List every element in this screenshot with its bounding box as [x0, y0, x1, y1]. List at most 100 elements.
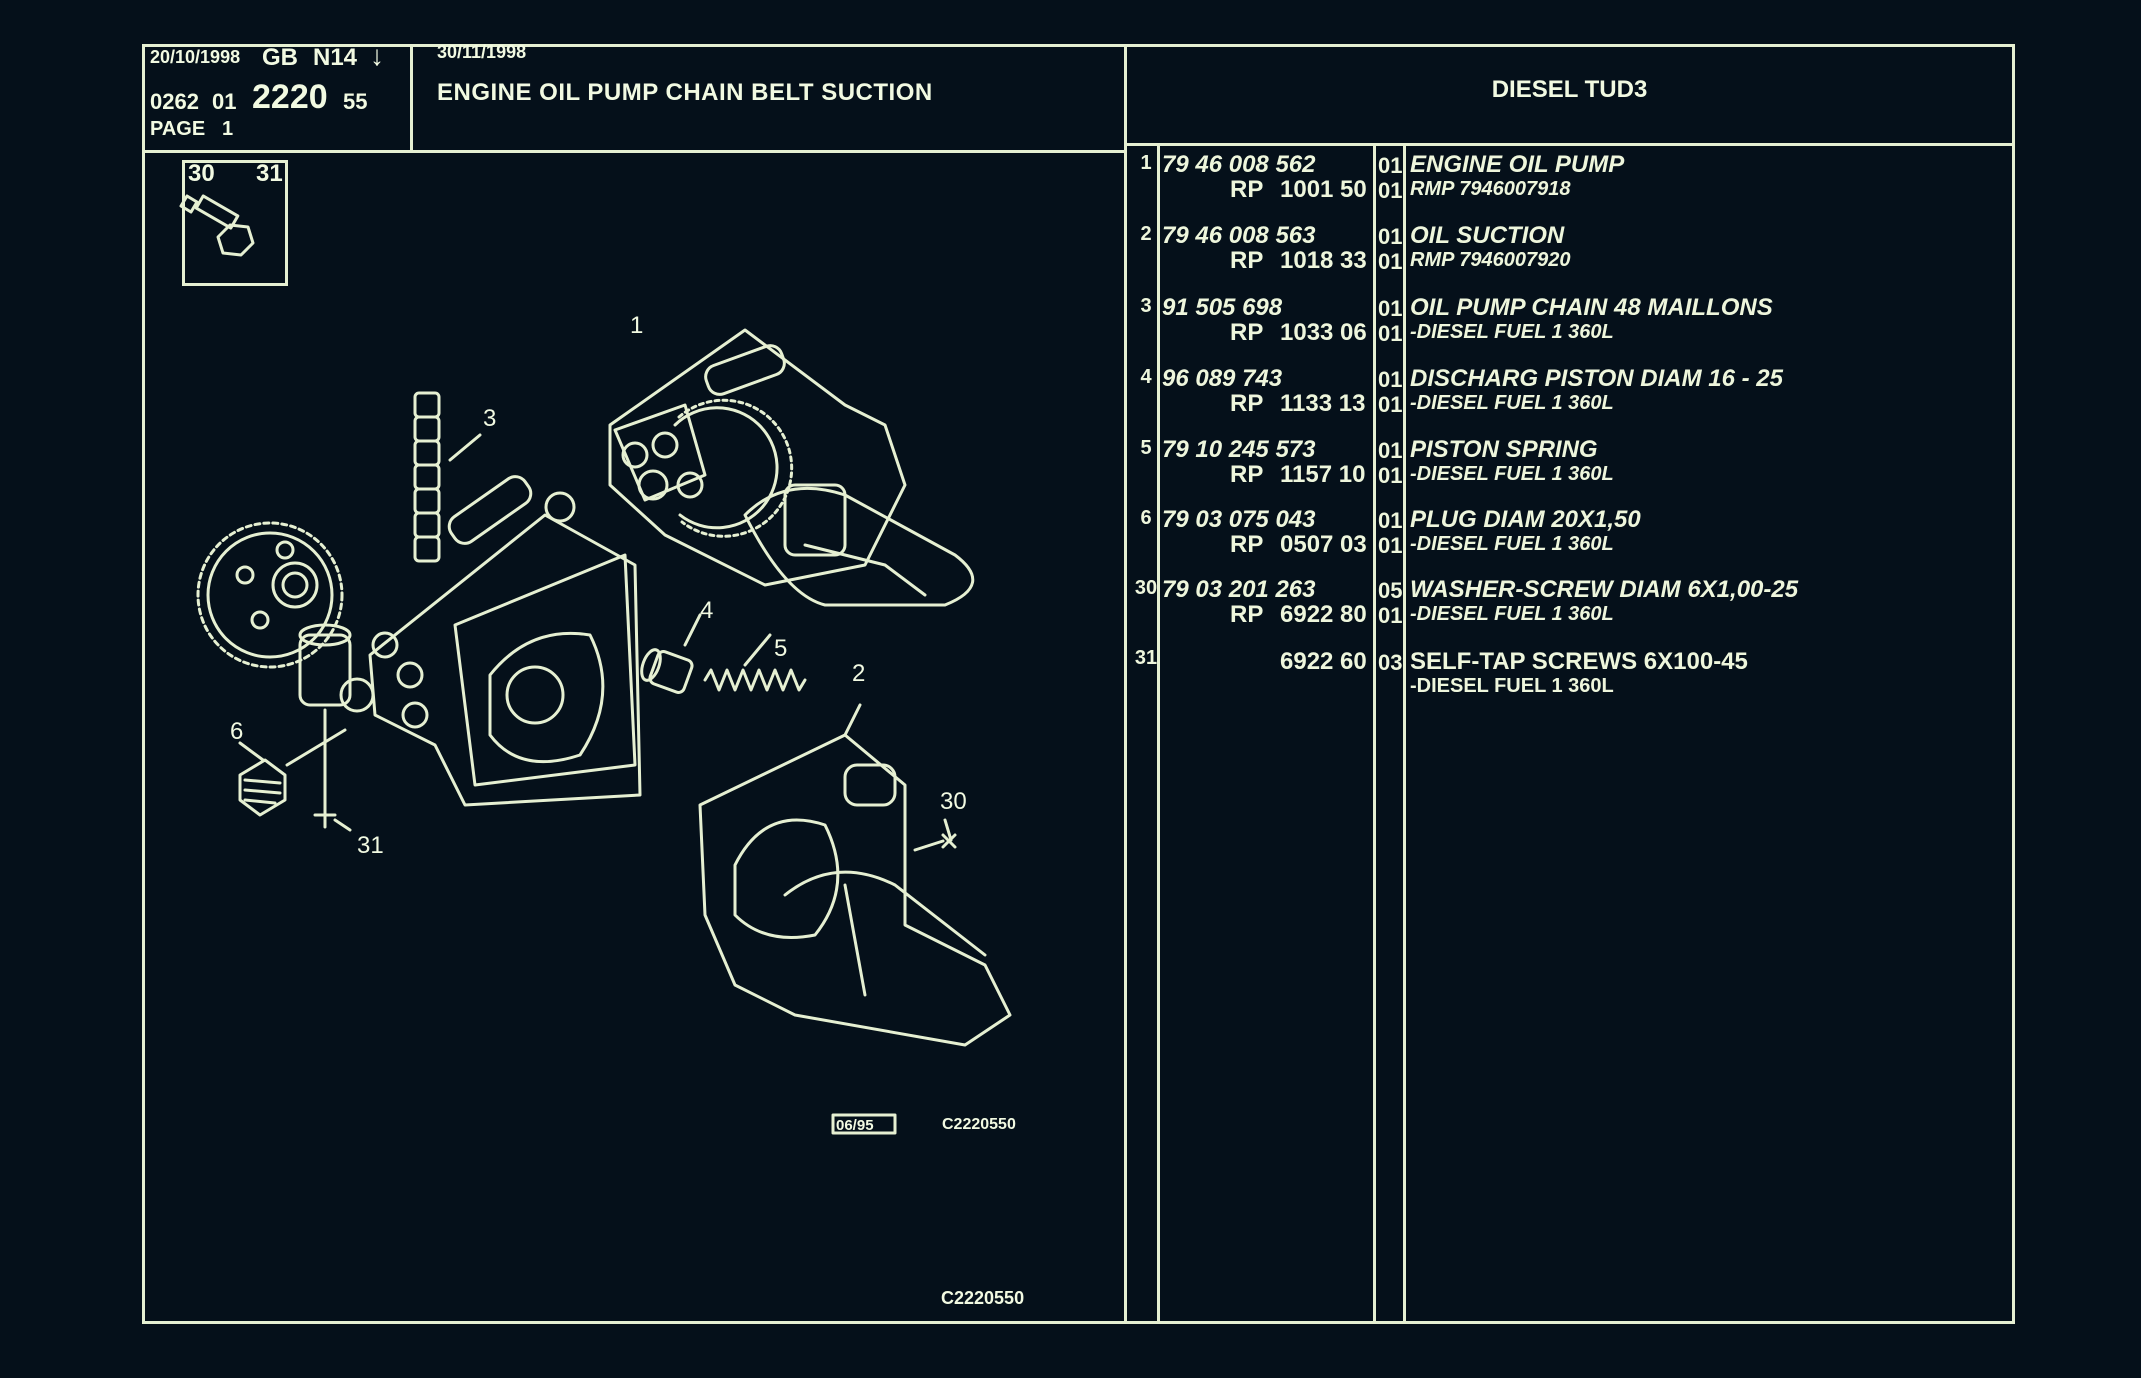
header-divider-left [142, 150, 1125, 153]
rp-label: RP [1230, 319, 1264, 346]
quantity: 01 [1378, 367, 1403, 392]
rp-code: 1018 33 [1280, 247, 1367, 274]
part-description: SELF-TAP SCREWS 6X100-45 [1410, 648, 1748, 675]
part-description: ENGINE OIL PUMP [1410, 151, 1625, 178]
arrow-down-icon: ↓ [370, 40, 384, 71]
part-number: 5 [1140, 437, 1152, 459]
part-subtitle: -DIESEL FUEL 1 360L [1410, 603, 1614, 625]
inset-screw-icon [179, 194, 255, 257]
rp-label: RP [1230, 461, 1264, 488]
part-subtitle: -DIESEL FUEL 1 360L [1410, 463, 1614, 485]
code-main: 2220 [252, 78, 328, 116]
drawing-ref-small: C2220550 [942, 1116, 1016, 1133]
quantity-secondary: 01 [1378, 321, 1403, 346]
date-right: 30/11/1998 [437, 42, 527, 62]
drawing-date-box: 06/95 [836, 1117, 874, 1134]
callout-31: 31 [357, 832, 384, 859]
inset-label-31: 31 [256, 160, 283, 187]
rp-code: 1157 10 [1280, 461, 1366, 488]
quantity: 01 [1378, 296, 1403, 321]
drawing-ref-bottom: C2220550 [941, 1288, 1025, 1308]
part-subtitle: RMP 7946007920 [1410, 249, 1571, 271]
model-code: N14 [313, 44, 358, 71]
piston-spring-drawing [703, 633, 807, 692]
screw-31-marker [313, 708, 352, 832]
quantity: 01 [1378, 153, 1403, 178]
part-subtitle: -DIESEL FUEL 1 360L [1410, 321, 1614, 343]
part-number: 3 [1140, 295, 1152, 317]
rp-label: RP [1230, 390, 1264, 417]
callout-30: 30 [940, 788, 967, 815]
quantity-secondary: 01 [1378, 392, 1403, 417]
part-description: OIL SUCTION [1410, 222, 1565, 249]
inset-label-30: 30 [188, 160, 215, 187]
part-subtitle: -DIESEL FUEL 1 360L [1410, 392, 1614, 414]
quantity-secondary: 01 [1378, 463, 1403, 488]
code-c: 55 [343, 89, 368, 114]
sprocket-drawing [196, 521, 344, 669]
page-title: ENGINE OIL PUMP CHAIN BELT SUCTION [437, 79, 933, 106]
inset-box [182, 160, 288, 286]
page-label: PAGE [150, 118, 206, 140]
date-box [831, 1113, 897, 1135]
date-left: 20/10/1998 [150, 47, 241, 67]
quantity: 01 [1378, 508, 1403, 533]
part-description: DISCHARG PISTON DIAM 16 - 25 [1410, 365, 1783, 392]
part-reference: 91 505 698 [1162, 294, 1283, 321]
part-number: 6 [1140, 507, 1152, 529]
screw-30-marker [913, 818, 957, 852]
col-num-divider [1157, 143, 1160, 1324]
quantity: 01 [1378, 224, 1403, 249]
rp-label: RP [1230, 176, 1264, 203]
oil-pump-chain-drawing [413, 391, 482, 563]
page-number: 1 [222, 118, 234, 140]
engine-title: DIESEL TUD3 [1491, 76, 1648, 103]
part-description: PISTON SPRING [1410, 436, 1598, 463]
col-qty-divider [1403, 143, 1406, 1324]
quantity: 05 [1378, 578, 1403, 603]
discharge-piston-drawing [640, 613, 702, 694]
rp-label: RP [1230, 601, 1264, 628]
rp-code: 1033 06 [1280, 319, 1367, 346]
part-number: 1 [1140, 152, 1152, 174]
part-number: 2 [1140, 223, 1152, 245]
part-reference: 79 46 008 563 [1162, 222, 1316, 249]
plug-drawing [238, 728, 347, 817]
drawing-list-divider [1124, 44, 1127, 1324]
lang-code: GB [262, 44, 298, 71]
rp-label: RP [1230, 531, 1264, 558]
code-b: 01 [212, 89, 237, 114]
rp-code: 1001 50 [1280, 176, 1367, 203]
header-divider-right [1124, 143, 2015, 146]
callout-2: 2 [852, 660, 866, 687]
page-frame [142, 44, 2015, 1324]
quantity-secondary: 01 [1378, 533, 1403, 558]
part-subtitle: -DIESEL FUEL 1 360L [1410, 675, 1614, 697]
callout-3: 3 [483, 405, 497, 432]
quantity-secondary: 01 [1378, 603, 1403, 628]
col-ref-divider [1373, 143, 1376, 1324]
quantity-secondary: 01 [1378, 249, 1403, 274]
rp-code: 0507 03 [1280, 531, 1367, 558]
rp-code: 6922 80 [1280, 601, 1367, 628]
part-reference: 79 03 075 043 [1162, 506, 1316, 533]
part-reference: 79 10 245 573 [1162, 436, 1316, 463]
pump-body-drawing [298, 475, 642, 807]
part-description: WASHER-SCREW DIAM 6X1,00-25 [1410, 576, 1799, 603]
exploded-diagram [179, 194, 1012, 1135]
quantity: 03 [1378, 650, 1403, 675]
part-reference: 79 46 008 562 [1162, 151, 1316, 178]
callout-4: 4 [700, 597, 714, 624]
callout-5: 5 [774, 635, 788, 662]
part-subtitle: -DIESEL FUEL 1 360L [1410, 533, 1614, 555]
part-reference: 96 089 743 [1162, 365, 1283, 392]
part-number: 31 [1134, 647, 1158, 669]
callout-6: 6 [230, 718, 244, 745]
engine-oil-pump-drawing [608, 328, 975, 607]
rp-code: 6922 60 [1280, 648, 1367, 675]
part-description: OIL PUMP CHAIN 48 MAILLONS [1410, 294, 1773, 321]
rp-label: RP [1230, 247, 1264, 274]
oil-suction-drawing [698, 703, 1012, 1047]
part-number: 4 [1140, 366, 1152, 388]
part-subtitle: RMP 7946007918 [1410, 178, 1571, 200]
